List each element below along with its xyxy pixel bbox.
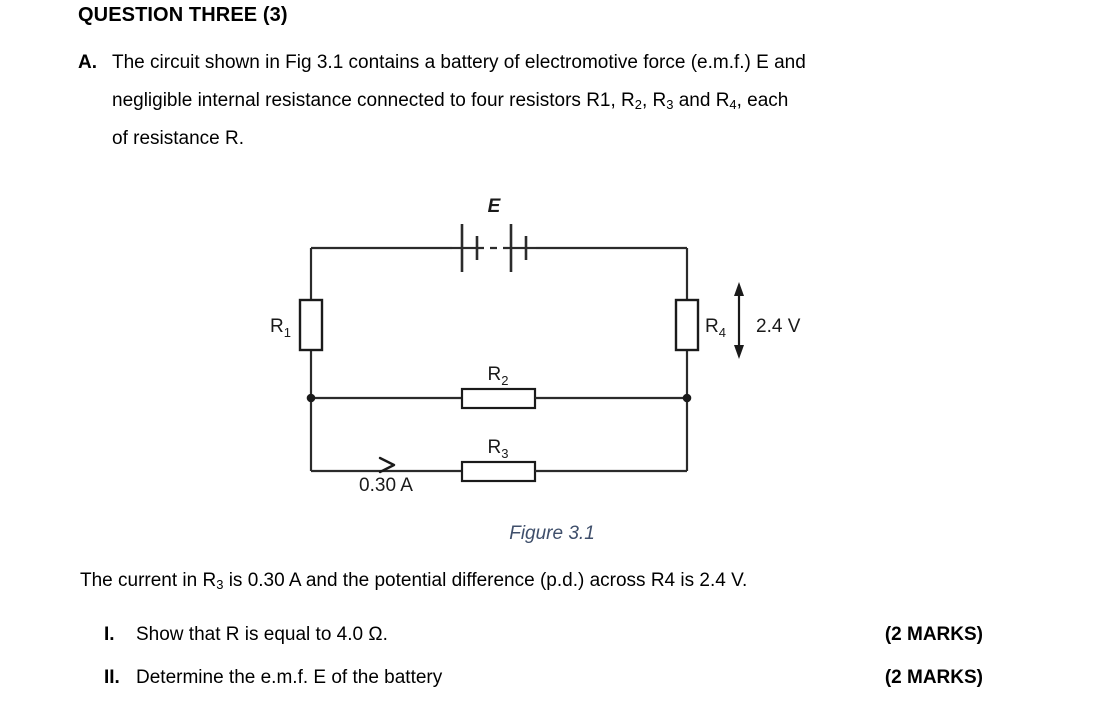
page-title: QUESTION THREE (3): [78, 4, 288, 26]
circuit-diagram-svg: E R1 R4 2.4 V R2 R3 0.30 A: [270, 196, 801, 496]
sentence-post: is 0.30 A and the potential difference (…: [223, 570, 748, 591]
part-a-line-2: negligible internal resistance connected…: [112, 82, 990, 120]
part-a-line-2-pre: negligible internal resistance connected…: [112, 90, 635, 111]
resistor-r1-label: R1: [270, 316, 291, 340]
part-a-row: A. The circuit shown in Fig 3.1 contains…: [78, 44, 990, 158]
resistor-r4-body: [674, 298, 700, 352]
current-direction-arrow-icon: [378, 456, 396, 474]
figure-description-sentence: The current in R3 is 0.30 A and the pote…: [80, 566, 747, 596]
item-marks-1: (2 MARKS): [884, 624, 983, 645]
sentence-r3-subscript: 3: [216, 576, 224, 592]
resistor-r2-body: [460, 387, 537, 410]
list-item: II. Determine the e.m.f. E of the batter…: [78, 667, 983, 710]
item-text-1: Show that R is equal to 4.0 Ω.: [136, 624, 388, 645]
part-a-block: A. The circuit shown in Fig 3.1 contains…: [78, 44, 990, 158]
resistor-4-subscript: 4: [729, 96, 737, 112]
junction-dot-right: [682, 393, 692, 403]
voltage-arrow-head-down: [734, 345, 744, 359]
junction-dot-left: [306, 393, 316, 403]
voltage-arrow-head-up: [734, 282, 744, 296]
item-number-1: I.: [104, 624, 115, 645]
list-item: I. Show that R is equal to 4.0 Ω. (2 MAR…: [78, 624, 983, 667]
item-number-2: II.: [104, 667, 120, 688]
item-marks-2: (2 MARKS): [884, 667, 983, 688]
part-a-letter: A.: [78, 52, 97, 73]
current-label: 0.30 A: [359, 475, 413, 496]
resistor-r3-body: [460, 460, 537, 483]
voltage-label: 2.4 V: [756, 316, 801, 337]
resistor-2-subscript: 2: [634, 96, 642, 112]
resistor-r2-label: R2: [488, 364, 509, 388]
part-a-line-2-end: , each: [736, 90, 789, 111]
emf-label: E: [488, 196, 502, 217]
part-a-line-2-mid-1: , R: [641, 90, 667, 111]
question-items-list: I. Show that R is equal to 4.0 Ω. (2 MAR…: [78, 624, 983, 710]
sentence-pre: The current in R: [80, 570, 217, 591]
resistor-r3-label: R3: [488, 437, 509, 461]
part-a-line-3: of resistance R.: [112, 128, 244, 149]
item-text-2: Determine the e.m.f. E of the battery: [136, 667, 443, 688]
part-a-text: The circuit shown in Fig 3.1 contains a …: [112, 44, 990, 158]
part-a-line-2-mid-2: and R: [673, 90, 730, 111]
part-a-line-1: The circuit shown in Fig 3.1 contains a …: [112, 52, 806, 73]
figure-caption: Figure 3.1: [509, 523, 595, 544]
resistor-r4-label: R4: [705, 316, 726, 340]
resistor-r1-body: [298, 298, 324, 352]
resistor-3-subscript: 3: [666, 96, 674, 112]
circuit-figure: E R1 R4 2.4 V R2 R3 0.30 A: [0, 186, 1104, 506]
